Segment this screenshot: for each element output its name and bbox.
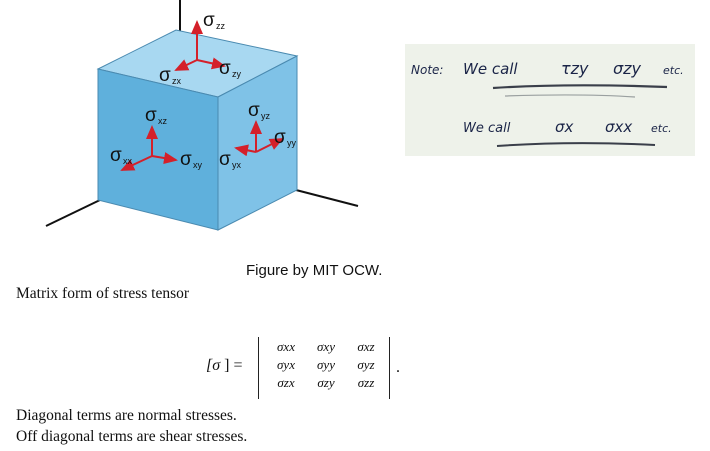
matrix-lhs: [σ ] =: [206, 357, 242, 375]
svg-text:σ: σ: [203, 10, 215, 31]
off-diagonal-terms-text: Off diagonal terms are shear stresses.: [16, 428, 248, 445]
matrix-left-bar: [258, 337, 259, 399]
matrix-cell: σzy: [317, 375, 335, 390]
svg-text:zz: zz: [216, 21, 226, 31]
note-line1-sym2: σzy: [613, 59, 642, 78]
side-face-arrows: [234, 120, 284, 157]
matrix-cell: σyz: [357, 357, 375, 372]
matrix-cell: σzz: [357, 375, 375, 390]
stress-label-yx: σ yx: [219, 149, 242, 170]
note-underline-1: [492, 84, 668, 90]
matrix-cell: σyy: [317, 357, 335, 372]
front-face-arrows: [120, 125, 178, 171]
svg-text:σ: σ: [180, 149, 192, 170]
top-face-arrows: [174, 20, 226, 71]
svg-text:zy: zy: [232, 69, 242, 79]
stress-label-yz: σ yz: [248, 100, 271, 121]
stress-label-zx: σ zx: [159, 65, 182, 86]
matrix-period: .: [396, 359, 400, 376]
note-underline-2: [496, 142, 656, 147]
x-axis: [45, 199, 101, 227]
svg-text:xx: xx: [123, 156, 133, 166]
matrix-cell: σxx: [277, 339, 295, 354]
matrix-cell: σzx: [277, 375, 295, 390]
svg-text:yz: yz: [261, 111, 271, 121]
svg-text:xy: xy: [193, 160, 203, 170]
stress-label-xz: σ xz: [145, 105, 168, 126]
svg-text:σ: σ: [110, 145, 122, 166]
matrix-cell: σyx: [277, 357, 295, 372]
note-prefix: Note:: [411, 63, 443, 77]
stress-label-zz: σ zz: [203, 10, 226, 31]
y-axis: [295, 189, 359, 207]
svg-text:σ: σ: [145, 105, 157, 126]
note-line1-sym1: τzy: [561, 59, 589, 78]
svg-text:σ: σ: [159, 65, 171, 86]
stress-label-yy: σ yy: [274, 127, 297, 148]
figure-credit: Figure by MIT OCW.: [246, 262, 383, 279]
svg-text:xz: xz: [158, 116, 168, 126]
svg-text:zx: zx: [172, 76, 182, 86]
matrix-cell: σxz: [357, 339, 375, 354]
matrix-lhs-open: [σ: [206, 357, 221, 374]
stress-cube-figure: σ zz σ zy σ zx σ xz σ yz σ yy σ xx σ xy …: [45, 0, 359, 231]
stress-label-zy: σ zy: [219, 58, 242, 79]
stress-label-xx: σ xx: [110, 145, 133, 166]
matrix-lhs-close: ] =: [224, 357, 243, 374]
note-line2-text: We call: [463, 121, 511, 136]
handwritten-note: Note: We call τzy σzy etc. We call σx σx…: [405, 44, 695, 156]
note-line2-suffix: etc.: [651, 122, 672, 135]
stress-label-xy: σ xy: [180, 149, 203, 170]
matrix-right-bar: [389, 337, 390, 399]
svg-text:σ: σ: [219, 58, 231, 79]
svg-text:σ: σ: [274, 127, 286, 148]
matrix-cell: σxy: [317, 339, 335, 354]
note-line2-sym2: σxx: [605, 118, 632, 136]
matrix-intro-text: Matrix form of stress tensor: [16, 285, 190, 302]
matrix-cells: σxx σxy σxz σyx σyy σyz σzx σzy σzz: [266, 339, 386, 391]
svg-text:yy: yy: [287, 138, 297, 148]
stress-tensor-matrix: [σ ] = σxx σxy σxz σyx σyy σyz σzx σzy σ…: [206, 337, 426, 403]
diagonal-terms-text: Diagonal terms are normal stresses.: [16, 407, 237, 424]
svg-text:σ: σ: [219, 149, 231, 170]
svg-text:σ: σ: [248, 100, 260, 121]
note-line1-suffix: etc.: [663, 64, 684, 77]
note-line2-sym1: σx: [555, 118, 574, 136]
cube-side-face: [217, 55, 298, 231]
svg-text:yx: yx: [232, 160, 242, 170]
note-line1-text: We call: [463, 60, 518, 78]
